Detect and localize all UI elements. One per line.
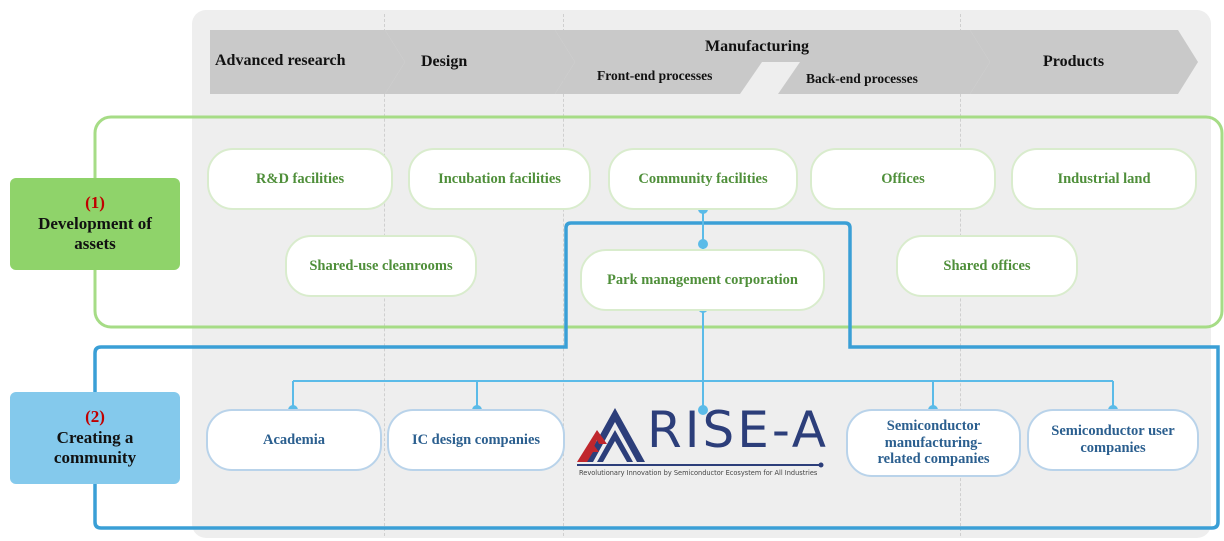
community-frame bbox=[93, 221, 1220, 530]
member-semiconductor-user-companies: Semiconductor user companies bbox=[1027, 409, 1199, 471]
asset-park-management-corporation: Park management corporation bbox=[580, 249, 825, 311]
asset-community-facilities: Community facilities bbox=[608, 148, 798, 210]
member-ic-design-companies: IC design companies bbox=[387, 409, 565, 471]
stage-arrow-design bbox=[385, 30, 575, 94]
member-academia: Academia bbox=[206, 409, 382, 471]
asset-shared-use-cleanrooms: Shared-use cleanrooms bbox=[285, 235, 477, 297]
stage-products: Products bbox=[1043, 53, 1105, 70]
member-semiconductor-manufacturing-related: Semiconductor manufacturing-related comp… bbox=[846, 409, 1021, 477]
stage-back-end: Back-end processes bbox=[806, 71, 918, 86]
stage-advanced-research: Advanced research bbox=[215, 52, 346, 69]
stage-front-end: Front-end processes bbox=[597, 68, 713, 83]
asset-rd-facilities: R&D facilities bbox=[207, 148, 393, 210]
section-number: (2) bbox=[85, 407, 105, 427]
asset-incubation-facilities: Incubation facilities bbox=[408, 148, 591, 210]
section-title: Development of assets bbox=[38, 213, 152, 254]
stage-design: Design bbox=[421, 53, 468, 70]
logo-tagline: Revolutionary Innovation by Semiconducto… bbox=[579, 469, 818, 477]
asset-shared-offices: Shared offices bbox=[896, 235, 1078, 297]
stage-manufacturing: Manufacturing bbox=[705, 38, 809, 55]
section-number: (1) bbox=[85, 193, 105, 213]
section-development-of-assets: (1) Development of assets bbox=[10, 178, 180, 270]
asset-industrial-land: Industrial land bbox=[1011, 148, 1197, 210]
asset-offices: Offices bbox=[810, 148, 996, 210]
section-creating-a-community: (2) Creating a community bbox=[10, 392, 180, 484]
section-title: Creating a community bbox=[53, 427, 137, 468]
stage-arrow-advanced-research bbox=[210, 30, 405, 94]
divider bbox=[563, 14, 564, 536]
logo-wordmark: RISE-A bbox=[647, 401, 829, 459]
logo-underline bbox=[577, 462, 824, 468]
manufacturing-split bbox=[740, 62, 800, 94]
rise-a-logo: RISE-A Revolutionary Innovation by Semic… bbox=[575, 400, 829, 490]
rise-a-mark-icon bbox=[577, 408, 645, 462]
stage-arrow-products bbox=[970, 30, 1198, 94]
